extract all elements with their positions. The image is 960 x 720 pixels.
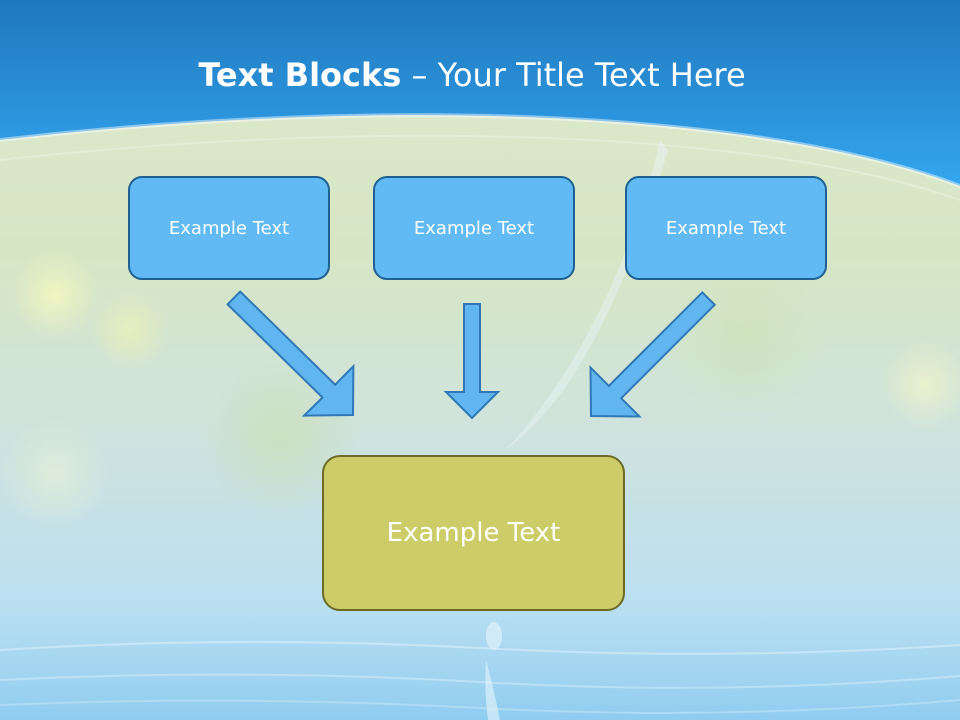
water-ripple	[0, 640, 960, 655]
water-ripple	[0, 673, 960, 689]
arrow-center-down	[443, 303, 501, 420]
header-band	[0, 0, 960, 186]
arrow-right-down-left	[589, 290, 717, 418]
title-dash: –	[401, 56, 438, 94]
source-box-label: Example Text	[168, 217, 290, 239]
slide-title: Text Blocks – Your Title Text Here	[0, 52, 944, 98]
source-box-label: Example Text	[665, 217, 787, 239]
source-box-label: Example Text	[413, 217, 535, 239]
water-splash	[485, 660, 500, 720]
arrow-left-down-right	[226, 290, 355, 417]
target-box-label: Example Text	[386, 518, 561, 548]
header-curve-highlight	[0, 113, 960, 188]
source-box-center[interactable]: Example Text	[373, 176, 575, 280]
source-box-right[interactable]: Example Text	[625, 176, 827, 280]
title-rest: Your Title Text Here	[437, 56, 746, 94]
title-bold: Text Blocks	[198, 56, 402, 94]
target-box[interactable]: Example Text	[322, 455, 625, 611]
source-box-left[interactable]: Example Text	[128, 176, 330, 280]
header-curve-shadow	[0, 134, 960, 201]
water-drop	[486, 622, 502, 650]
water-ripple	[0, 699, 960, 714]
